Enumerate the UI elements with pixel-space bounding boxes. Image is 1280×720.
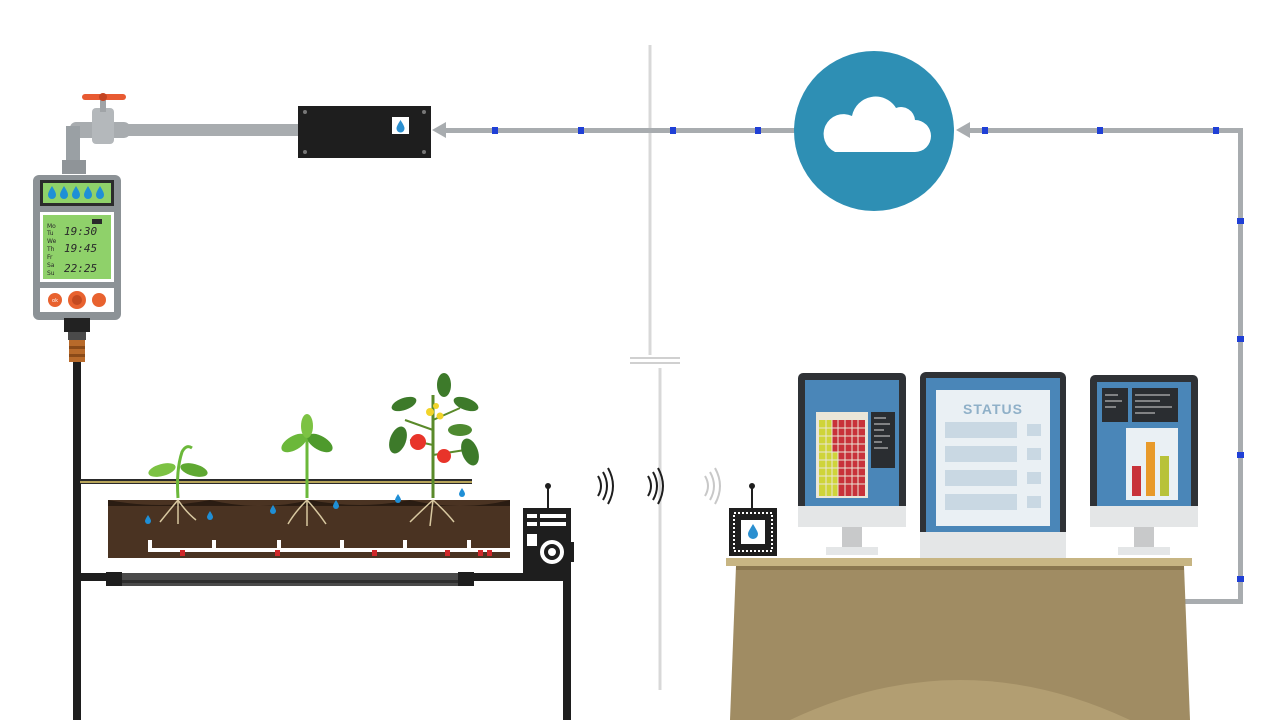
irrigation-timer: Mo Tu We Th Fr Sa Su 19:30 19:45 22:25 o… xyxy=(33,175,121,362)
arrow-to-cloud xyxy=(956,122,970,138)
timer-day-0: Mo xyxy=(47,223,56,230)
young-plant xyxy=(281,414,333,526)
valve-controller-box xyxy=(298,106,431,158)
timer-day-1: Tu xyxy=(46,230,54,237)
timer-time-2: 22:25 xyxy=(64,262,97,275)
timer-time-1: 19:45 xyxy=(64,242,97,255)
desk xyxy=(726,558,1192,720)
wireless-signal-icon xyxy=(597,467,614,505)
status-title: STATUS xyxy=(963,401,1023,417)
monitor-left xyxy=(798,373,906,555)
heatmap-grid xyxy=(819,420,865,496)
tomato-fruit xyxy=(410,434,426,450)
tomato-plant-icon xyxy=(389,373,479,527)
moisture-sensors xyxy=(180,550,492,556)
timer-time-0: 19:30 xyxy=(64,225,97,238)
timer-button-ok[interactable] xyxy=(48,293,62,307)
timer-day-4: Fr xyxy=(47,254,53,261)
tomato-fruit xyxy=(437,449,451,463)
water-drop-icon xyxy=(748,524,758,539)
timer-lcd xyxy=(43,215,111,279)
timer-day-2: We xyxy=(47,238,57,245)
cloud-service xyxy=(794,51,954,211)
timer-day-6: Su xyxy=(47,270,55,277)
mini-bar-chart xyxy=(1132,442,1169,496)
data-pipe-network xyxy=(120,122,1244,604)
seedling-plant xyxy=(148,445,208,524)
data-packets xyxy=(492,127,1244,582)
timer-water-drops xyxy=(48,186,104,199)
cloud-icon xyxy=(823,96,931,152)
monitor-center: STATUS xyxy=(920,372,1066,558)
water-hose xyxy=(73,362,571,720)
drip-line xyxy=(80,479,472,484)
drip-drops xyxy=(145,488,465,524)
status-rows xyxy=(945,422,1041,510)
tap-icon xyxy=(62,93,130,174)
timer-day-5: Sa xyxy=(47,262,55,269)
timer-day-3: Th xyxy=(46,246,55,253)
gateway-receiver xyxy=(729,483,777,556)
wireless-signal-icon xyxy=(704,467,721,505)
timer-button-right[interactable] xyxy=(92,293,106,307)
water-drop-icon xyxy=(396,120,405,133)
monitor-right xyxy=(1090,375,1198,555)
center-divider xyxy=(630,45,680,690)
arrow-to-controller xyxy=(432,122,446,138)
field-sensor-module xyxy=(523,483,574,576)
timer-button-ok-label: ok xyxy=(52,298,58,304)
wireless-signal-icon xyxy=(647,467,664,505)
